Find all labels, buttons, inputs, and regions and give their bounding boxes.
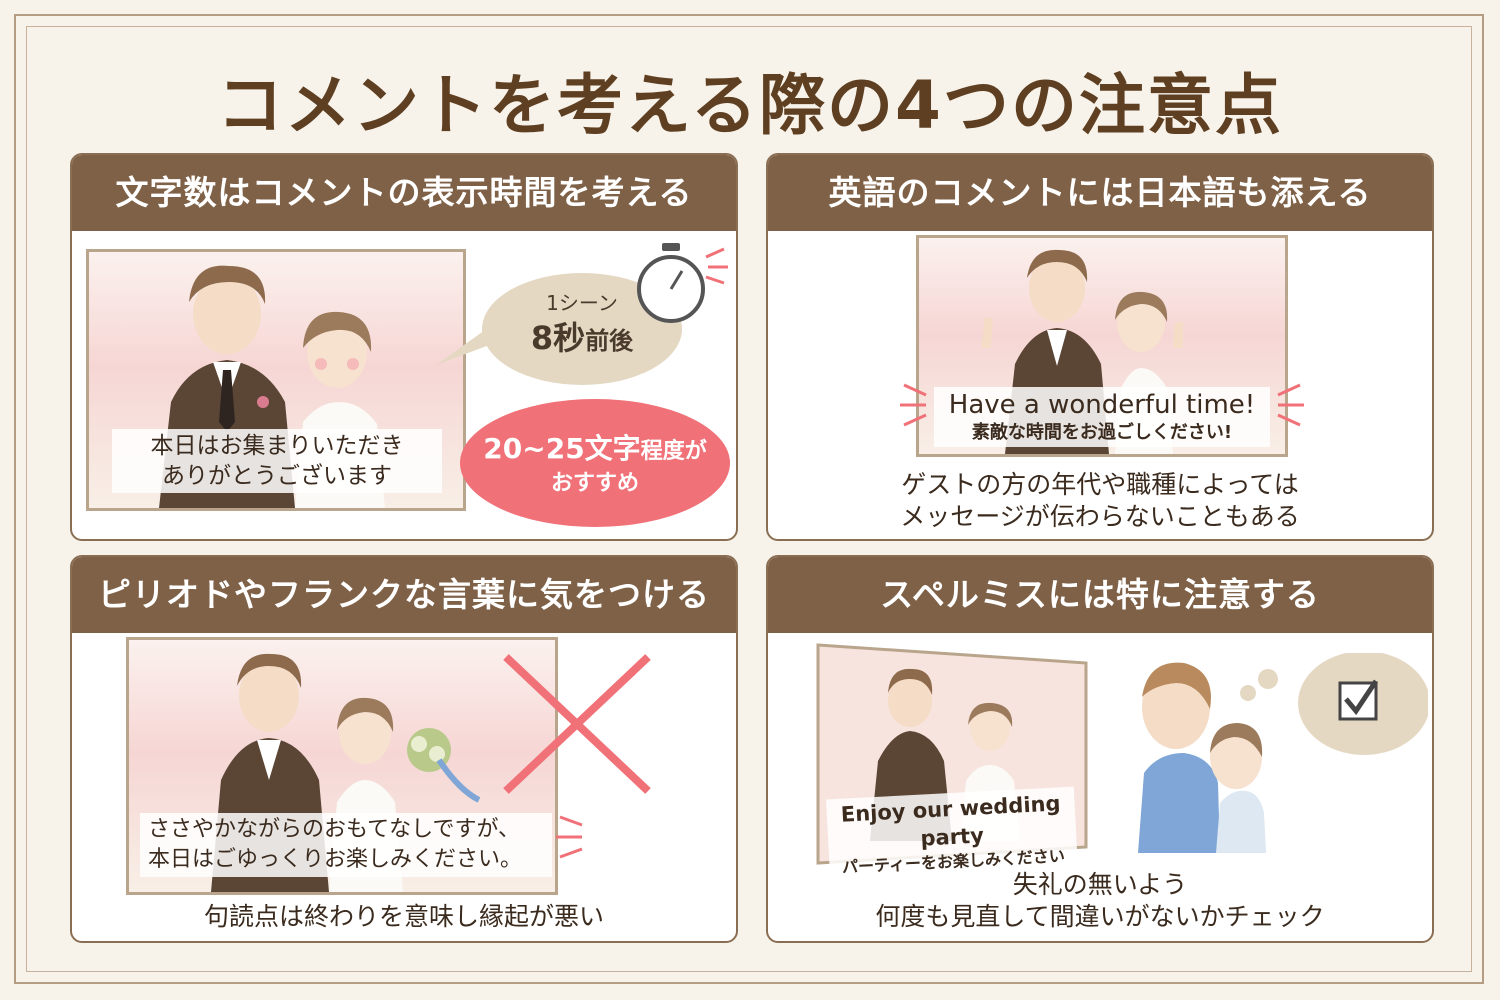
emphasis-lines-right [1277,383,1304,427]
panel-note: ゲストの方の年代や職種によっては メッセージが伝わらないこともある [768,469,1432,533]
scene-caption: Have a wonderful time! 素敵な時間をお過ごしください! [934,387,1270,447]
note-line: 失礼の無いよう [1012,870,1188,899]
scene-caption-line: ありがとうございます [162,463,392,489]
panel-heading: ピリオドやフランクな言葉に気をつける [72,557,736,633]
outer-frame [14,14,1484,984]
panel-note: 失礼の無いよう 何度も見直して間違いがないかチェック [768,869,1432,933]
display-time-bubble: 1シーン 8秒前後 [482,273,682,385]
caption-english: Have a wonderful time! [948,390,1256,420]
panel-character-count: 文字数はコメントの表示時間を考える 本日はお集まりいただき ありがとうございます… [70,153,738,541]
caption-japanese: 素敵な時間をお過ごしください! [971,422,1233,443]
emphasis-lines-right [556,815,583,859]
char-count-bubble: 20~25文字程度が おすすめ [460,399,730,527]
stopwatch-icon [637,243,728,323]
scene-caption-line: ささやかながらのおもてなしですが、 [148,817,521,842]
char-count-value: 20~25文字 [483,432,641,465]
char-count-suffix: 程度が [640,439,707,464]
bubble-suffix: 前後 [585,327,634,355]
panel-heading: 英語のコメントには日本語も添える [768,155,1432,231]
emphasis-lines-left [900,383,927,427]
panel-english-comment: 英語のコメントには日本語も添える Have a wonderful time! … [766,153,1434,541]
panel-heading: スペルミスには特に注意する [768,557,1432,633]
bubble-seconds: 8秒 [530,319,586,357]
char-count-line1: 20~25文字程度が [460,427,730,467]
panel-heading: 文字数はコメントの表示時間を考える [72,155,736,231]
char-count-line2: おすすめ [550,471,639,496]
scene-caption: 本日はお集まりいただき ありがとうございます [112,429,442,493]
note-line: メッセージが伝わらないこともある [900,502,1300,531]
scene-caption-line: 本日はごゆっくりお楽しみください。 [148,847,523,872]
inner-frame [26,26,1472,972]
bubble-label: 1シーン [546,291,618,315]
scene-caption: Enjoy our wedding party パーティーをお楽しみください [826,786,1078,882]
note-line: ゲストの方の年代や職種によっては [901,470,1299,499]
panel-spelling: スペルミスには特に注意する Enjoy our wedding party パー… [766,555,1434,943]
note-line: 何度も見直して間違いがないかチェック [875,902,1325,931]
couple-illustration [159,265,385,508]
panel-punctuation: ピリオドやフランクな言葉に気をつける ささやかながらのおもてなしですが、 本日は… [70,555,738,943]
page-title: コメントを考える際の4つの注意点 [217,67,1283,144]
checking-couple-illustration [1138,653,1428,853]
cross-mark-icon [503,654,651,794]
bubble-value: 8秒前後 [482,313,682,359]
scene-caption-line: 本日はお集まりいただき [150,433,404,459]
scene-caption: ささやかながらのおもてなしですが、 本日はごゆっくりお楽しみください。 [140,813,552,877]
panel-note: 句読点は終わりを意味し縁起が悪い [203,902,604,931]
